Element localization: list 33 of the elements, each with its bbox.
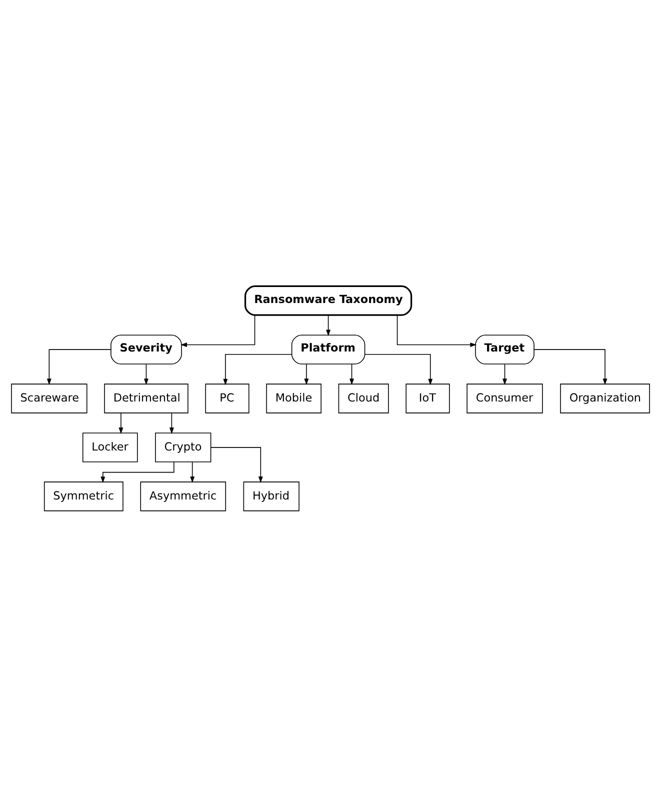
arrow bbox=[534, 349, 608, 386]
node-box: Scareware bbox=[11, 384, 88, 414]
node-box: Crypto bbox=[155, 432, 212, 462]
arrow bbox=[190, 462, 195, 483]
node-box: Locker bbox=[82, 432, 138, 462]
node-box: Symmetric bbox=[44, 482, 124, 512]
node-box: Target bbox=[475, 334, 534, 364]
node-box: Severity bbox=[110, 334, 182, 364]
arrow bbox=[144, 364, 148, 386]
arrow bbox=[223, 354, 292, 386]
arrow bbox=[304, 364, 309, 386]
arrow bbox=[118, 412, 124, 434]
arrow bbox=[169, 412, 174, 434]
arrow bbox=[350, 364, 354, 386]
node-box: Mobile bbox=[266, 384, 322, 414]
arrow bbox=[180, 314, 256, 347]
arrow bbox=[502, 364, 507, 386]
arrow bbox=[100, 462, 174, 484]
arrow bbox=[396, 314, 477, 347]
arrow bbox=[46, 349, 112, 386]
node-box: Consumer bbox=[466, 384, 543, 414]
node-box: Hybrid bbox=[243, 482, 300, 512]
arrow bbox=[210, 447, 263, 483]
node-box: Ransomware Taxonomy bbox=[244, 285, 412, 316]
node-box: Platform bbox=[291, 334, 366, 364]
node-box: Detrimental bbox=[104, 384, 188, 414]
node-box: Organization bbox=[560, 384, 650, 414]
arrow bbox=[364, 354, 433, 386]
node-box: Asymmetric bbox=[140, 482, 226, 512]
node-box: IoT bbox=[406, 384, 450, 414]
node-box: PC bbox=[205, 384, 250, 414]
node-box: Cloud bbox=[338, 384, 389, 414]
arrow bbox=[326, 314, 331, 336]
